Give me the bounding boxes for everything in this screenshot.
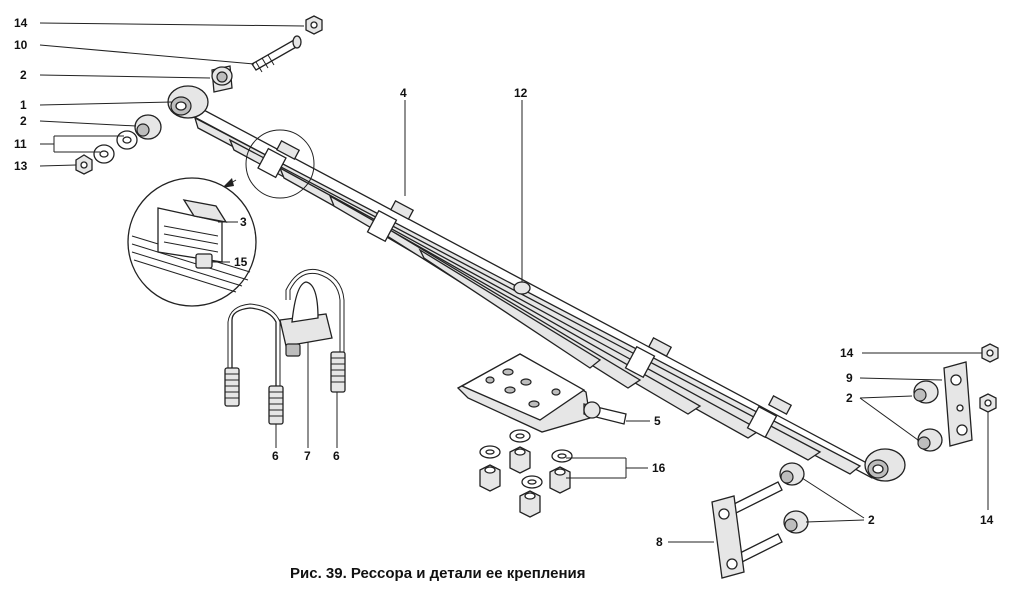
bushing-2-bottom-lower xyxy=(783,510,809,534)
label-6-right: 6 xyxy=(333,449,340,463)
center-bolt-head xyxy=(513,281,531,295)
detail-callout-circle xyxy=(245,129,315,199)
nut xyxy=(509,446,531,474)
label-2-right: 2 xyxy=(846,391,853,405)
spring-clamp xyxy=(746,395,793,439)
shackle-plate-9 xyxy=(943,361,973,447)
lock-washer xyxy=(551,449,573,463)
label-9: 9 xyxy=(846,371,853,385)
label-10: 10 xyxy=(14,38,28,52)
bushing-2-bottom-upper xyxy=(779,462,805,486)
label-14-lower: 14 xyxy=(980,513,994,527)
part-labels: 14 10 2 1 2 11 13 3 15 4 12 5 16 6 7 6 1… xyxy=(14,16,994,549)
spring-eye-rear xyxy=(864,448,906,482)
detail-inset xyxy=(127,177,257,307)
label-14-right: 14 xyxy=(840,346,854,360)
u-bolt-left xyxy=(224,303,284,425)
label-16: 16 xyxy=(652,461,666,475)
label-4: 4 xyxy=(400,86,407,100)
nut-14-top xyxy=(305,15,323,35)
bushing-2-right-lower xyxy=(917,428,943,452)
spring-clamp xyxy=(624,337,673,379)
label-3: 3 xyxy=(240,215,247,229)
bolt-10 xyxy=(251,35,302,73)
label-8: 8 xyxy=(656,535,663,549)
label-2-lower: 2 xyxy=(20,114,27,128)
label-12: 12 xyxy=(514,86,528,100)
lock-washer xyxy=(509,429,531,443)
lock-washer xyxy=(479,445,501,459)
spring-pad-plate-5 xyxy=(456,353,627,433)
bushing-2-top xyxy=(211,65,233,93)
label-15: 15 xyxy=(234,255,248,269)
shackle-8 xyxy=(711,481,783,579)
front-mounting-parts xyxy=(75,15,323,175)
spring-clamp xyxy=(257,140,301,179)
washer-11-b xyxy=(93,144,115,164)
label-1: 1 xyxy=(20,98,27,112)
arrow-icon xyxy=(222,178,234,188)
nut xyxy=(549,466,571,494)
label-11: 11 xyxy=(14,137,27,151)
rear-shackle-parts xyxy=(711,343,999,579)
washer-11-a xyxy=(116,130,138,150)
nuts-and-washers-16 xyxy=(479,429,573,518)
rivet-15 xyxy=(195,253,213,269)
label-14-top: 14 xyxy=(14,16,28,30)
leader-lines xyxy=(39,22,989,543)
nut xyxy=(519,490,541,518)
spring-clamp xyxy=(366,200,415,243)
label-6-left: 6 xyxy=(272,449,279,463)
nut-14-right-lower xyxy=(979,393,997,413)
label-2-top: 2 xyxy=(20,68,27,82)
label-2-bottom: 2 xyxy=(868,513,875,527)
label-5: 5 xyxy=(654,414,661,428)
nut xyxy=(479,464,501,492)
nut-13 xyxy=(75,154,93,175)
bushing-2-lower xyxy=(134,114,162,140)
bushing-2-right-upper xyxy=(913,380,939,404)
spring-eye-front xyxy=(167,85,209,119)
pad-7 xyxy=(279,281,333,357)
nut-14-right xyxy=(981,343,999,363)
label-7: 7 xyxy=(304,449,311,463)
lock-washer xyxy=(521,475,543,489)
leaf-spring-assembly xyxy=(167,85,906,482)
figure-caption: Рис. 39. Рессора и детали ее крепления xyxy=(290,565,586,582)
label-13: 13 xyxy=(14,159,28,173)
u-bolt-right xyxy=(285,268,346,393)
